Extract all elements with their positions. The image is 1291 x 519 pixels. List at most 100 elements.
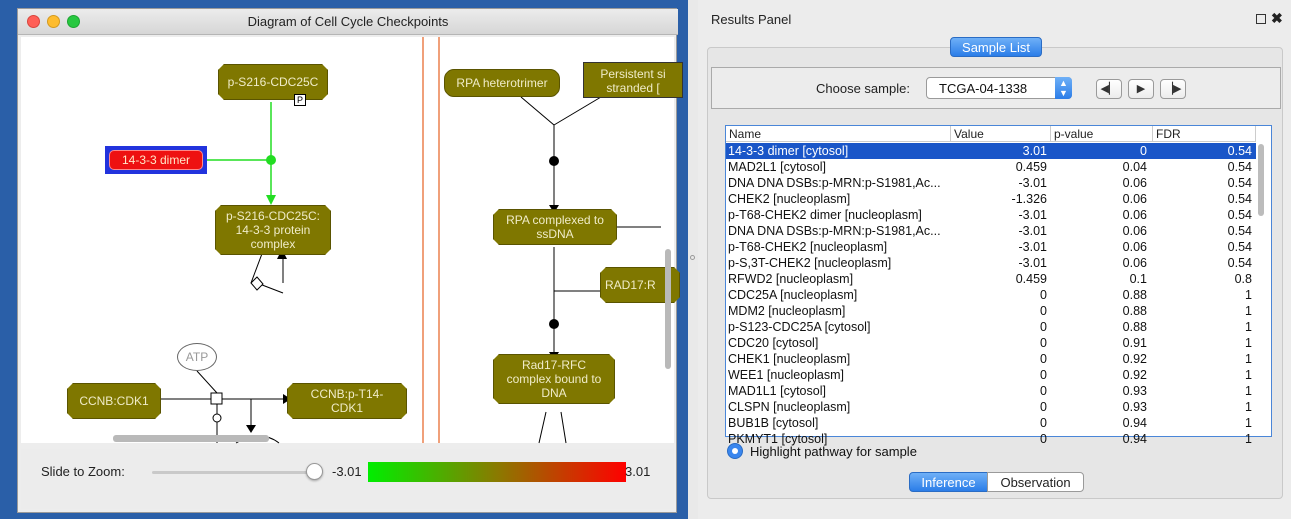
cell-fdr: 1: [1245, 416, 1252, 430]
cell-p-value: 0.06: [1122, 192, 1147, 206]
maximize-window-button[interactable]: [67, 15, 80, 28]
tab-sample-list[interactable]: Sample List: [950, 37, 1042, 57]
cell-name: CHEK2 [nucleoplasm]: [728, 192, 851, 206]
table-scrollbar[interactable]: [1258, 144, 1264, 216]
cell-p-value: 0.92: [1122, 368, 1147, 382]
cell-fdr: 1: [1245, 384, 1252, 398]
window-titlebar[interactable]: Diagram of Cell Cycle Checkpoints: [18, 9, 678, 35]
zoom-slider-thumb[interactable]: [306, 463, 323, 480]
node-14-3-3-dimer[interactable]: 14-3-3 dimer: [109, 150, 203, 170]
results-panel-header: Results Panel ✖: [698, 0, 1291, 38]
phospho-badge: P: [294, 94, 306, 106]
first-sample-button[interactable]: ◀▏: [1096, 79, 1122, 99]
node-p-s216-cdc25c[interactable]: p-S216-CDC25C: [218, 64, 328, 100]
cell-p-value: 0.1: [1129, 272, 1147, 286]
close-panel-icon[interactable]: ✖: [1271, 10, 1283, 26]
pathway-diagram-canvas[interactable]: p-S216-CDC25C P 14-3-3 dimer p-S216-CDC2…: [21, 37, 683, 444]
splitter[interactable]: [688, 0, 698, 519]
zoom-slider-track[interactable]: [152, 471, 317, 474]
last-sample-button[interactable]: ▕▶: [1160, 79, 1186, 99]
cell-name: p-T68-CHEK2 [nucleoplasm]: [728, 240, 888, 254]
legend-max-value: 3.01: [625, 464, 651, 479]
cell-name: MDM2 [nucleoplasm]: [728, 304, 846, 318]
choose-sample-label: Choose sample:: [816, 81, 910, 96]
node-ccnb-p-t14-cdk1[interactable]: CCNB:p-T14- CDK1: [287, 383, 407, 419]
node-ccnb-cdk1[interactable]: CCNB:CDK1: [67, 383, 161, 419]
cell-value: 0: [1040, 432, 1047, 446]
table-row[interactable]: BUB1B [cytosol] 0 0.94 1: [726, 415, 1256, 431]
node-rpa-heterotrimer[interactable]: RPA heterotrimer: [444, 69, 560, 97]
cell-value: 3.01: [1022, 144, 1047, 158]
cell-value: 0: [1040, 416, 1047, 430]
cell-value: -3.01: [1018, 240, 1048, 254]
cell-value: -3.01: [1018, 176, 1048, 190]
next-sample-button[interactable]: ▶: [1128, 79, 1154, 99]
cell-name: p-T68-CHEK2 dimer [nucleoplasm]: [728, 208, 922, 222]
cell-fdr: 0.54: [1227, 240, 1252, 254]
minimize-window-button[interactable]: [47, 15, 60, 28]
cell-name: CLSPN [nucleoplasm]: [728, 400, 851, 414]
highlight-radio[interactable]: [727, 443, 743, 459]
cell-name: BUB1B [cytosol]: [728, 416, 819, 430]
splitter-handle[interactable]: [690, 255, 695, 260]
node-rpa-complexed-to-ssdna[interactable]: RPA complexed to ssDNA: [493, 209, 617, 245]
horizontal-scrollbar[interactable]: [113, 435, 269, 442]
sample-select[interactable]: TCGA-04-1338 ▲▼: [926, 77, 1072, 99]
cell-p-value: 0.94: [1122, 416, 1147, 430]
cell-name: p-S,3T-CHEK2 [nucleoplasm]: [728, 256, 892, 270]
node-persistent-single-stranded[interactable]: Persistent si stranded [: [583, 62, 683, 98]
cell-value: 0: [1040, 352, 1047, 366]
sample-chooser-bar: Choose sample: TCGA-04-1338 ▲▼ ◀▏ ▶ ▕▶: [711, 67, 1281, 109]
highlight-option[interactable]: Highlight pathway for sample: [725, 441, 1272, 462]
cell-fdr: 0.54: [1227, 208, 1252, 222]
node-cdc25c-14-3-3-complex[interactable]: p-S216-CDC25C: 14-3-3 protein complex: [215, 205, 331, 255]
cell-fdr: 0.54: [1227, 144, 1252, 158]
column-header-p-value[interactable]: p-value: [1051, 126, 1153, 142]
cell-fdr: 1: [1245, 352, 1252, 366]
results-table[interactable]: Name Value p-value FDR 14-3-3 dimer [cyt…: [725, 125, 1272, 446]
cell-fdr: 0.54: [1227, 224, 1252, 238]
cell-value: -3.01: [1018, 256, 1048, 270]
cell-p-value: 0.94: [1122, 432, 1147, 446]
cell-fdr: 0.54: [1227, 256, 1252, 270]
close-window-button[interactable]: [27, 15, 40, 28]
column-header-fdr[interactable]: FDR: [1153, 126, 1256, 142]
float-panel-icon[interactable]: [1256, 14, 1266, 24]
node-atp[interactable]: ATP: [177, 343, 217, 371]
cell-p-value: 0.88: [1122, 288, 1147, 302]
cell-fdr: 1: [1245, 304, 1252, 318]
cell-value: 0: [1040, 368, 1047, 382]
tab-inference[interactable]: Inference: [909, 472, 988, 492]
cell-p-value: 0: [1140, 144, 1147, 158]
tab-observation[interactable]: Observation: [987, 472, 1084, 492]
cell-name: CHEK1 [nucleoplasm]: [728, 352, 851, 366]
node-rad17-rfc-complex[interactable]: Rad17-RFC complex bound to DNA: [493, 354, 615, 404]
cell-value: 0: [1040, 288, 1047, 302]
results-panel: Results Panel ✖ Sample List Choose sampl…: [698, 0, 1291, 519]
column-header-value[interactable]: Value: [951, 126, 1051, 142]
cell-p-value: 0.06: [1122, 224, 1147, 238]
cell-value: 0: [1040, 336, 1047, 350]
vertical-scrollbar[interactable]: [665, 249, 671, 369]
highlight-label: Highlight pathway for sample: [750, 444, 917, 459]
results-panel-title: Results Panel: [711, 12, 792, 27]
column-header-name[interactable]: Name: [726, 126, 951, 142]
